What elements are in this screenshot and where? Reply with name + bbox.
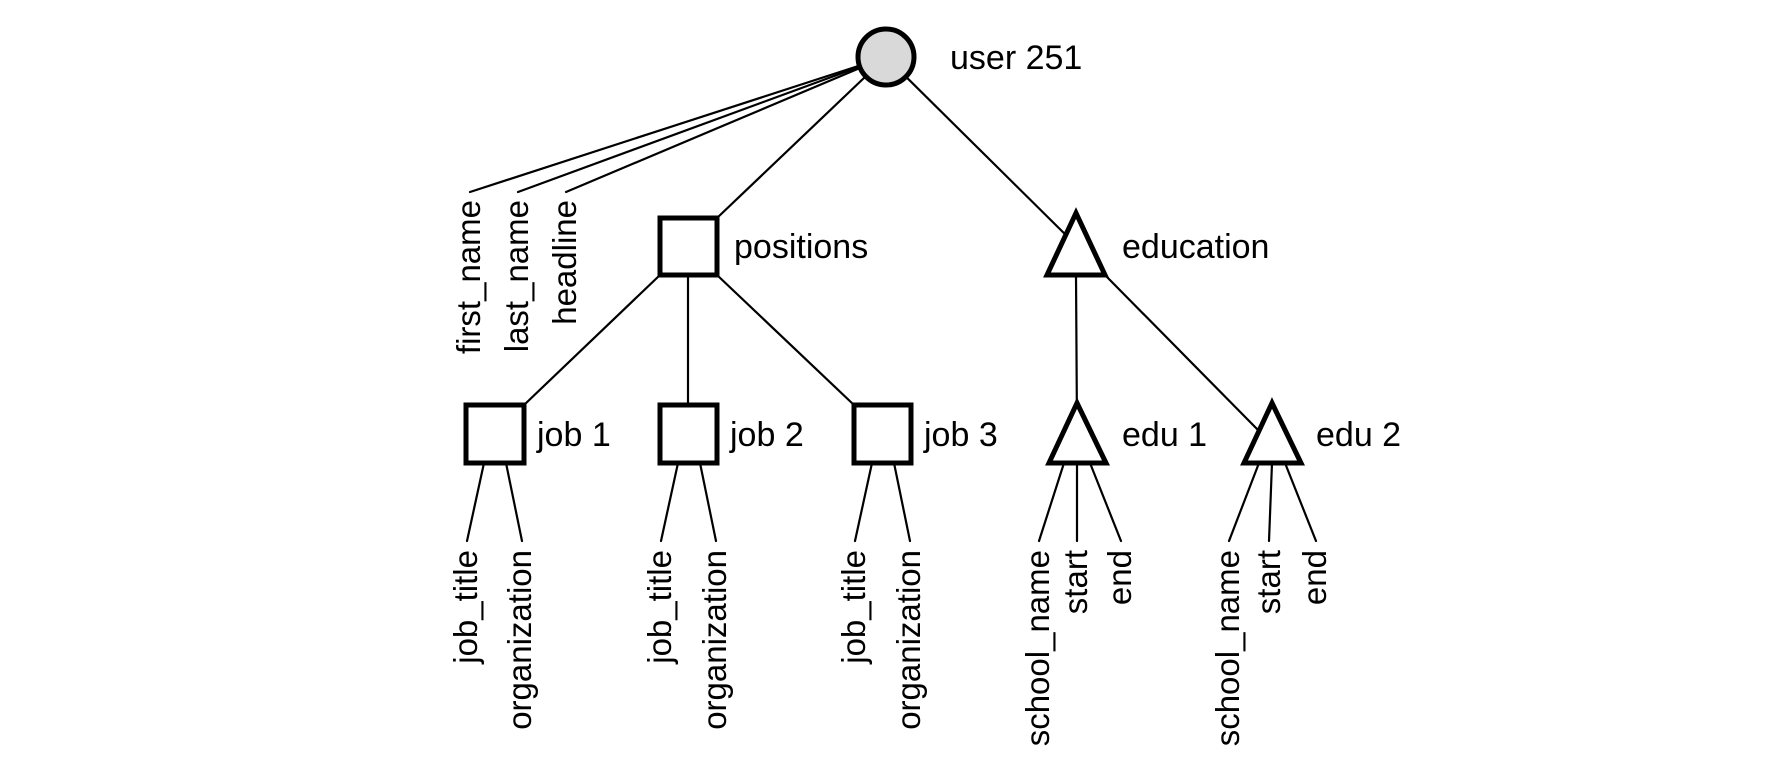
node-label-user-251: user 251 [950,39,1082,77]
edge-job-1-job-title [465,461,486,543]
edge-positions-job-3 [715,273,856,407]
edge-job-3-organization [892,461,912,543]
node-positions [657,215,720,278]
node-label-job-1: job 1 [536,416,611,454]
edge-job-3-job-title [853,461,874,543]
edge-job-2-job-title [659,461,680,543]
leaf-label-edu-1-start: start [1057,550,1094,614]
node-label-education: education [1122,228,1269,266]
node-edu-1 [1045,397,1110,466]
node-user-251 [855,26,917,88]
node-label-positions: positions [734,228,868,266]
edge-edu-2-start [1267,461,1274,543]
leaf-label-job-2-organization: organization [696,550,733,730]
node-label-job-3: job 3 [923,416,998,454]
leaf-label-job-2-job-title: job_title [641,550,678,665]
edge-job-2-organization [698,461,718,543]
leaf-label-job-3-job-title: job_title [835,550,872,665]
leaf-label-edu-2-school-name: school_name [1209,550,1246,746]
edge-user-last-name [516,55,888,194]
edge-user-education [884,55,1078,247]
edge-education-edu-2 [1103,273,1261,433]
leaf-label-edu-2-end: end [1296,550,1333,605]
leaf-label-edu-1-end: end [1101,550,1138,605]
node-education [1043,207,1109,278]
leaf-label-edu-1-school-name: school_name [1019,550,1056,746]
edge-edu-1-school-name [1037,461,1066,543]
edge-edu-1-end [1088,461,1123,543]
node-job-1 [463,402,527,466]
edge-user-positions [715,55,888,220]
node-label-edu-1: edu 1 [1122,416,1207,454]
leaf-label-user-headline: headline [546,200,583,325]
leaf-label-user-first-name: first_name [450,200,487,354]
leaf-label-user-last-name: last_name [498,200,535,352]
edge-job-1-organization [504,461,524,543]
node-edu-2 [1240,397,1305,466]
node-label-job-2: job 2 [729,416,804,454]
edge-edu-2-school-name [1227,461,1261,543]
node-job-2 [657,402,720,466]
leaf-label-edu-2-start: start [1250,550,1287,614]
node-job-3 [851,402,914,466]
edge-user-headline [564,55,888,194]
edge-user-first-name [468,55,888,194]
node-label-edu-2: edu 2 [1316,416,1401,454]
leaf-label-job-3-organization: organization [890,550,927,730]
leaf-label-job-1-organization: organization [501,550,538,730]
edge-edu-2-end [1283,461,1318,543]
edge-positions-job-1 [522,273,662,407]
leaf-label-job-1-job-title: job_title [447,550,484,665]
